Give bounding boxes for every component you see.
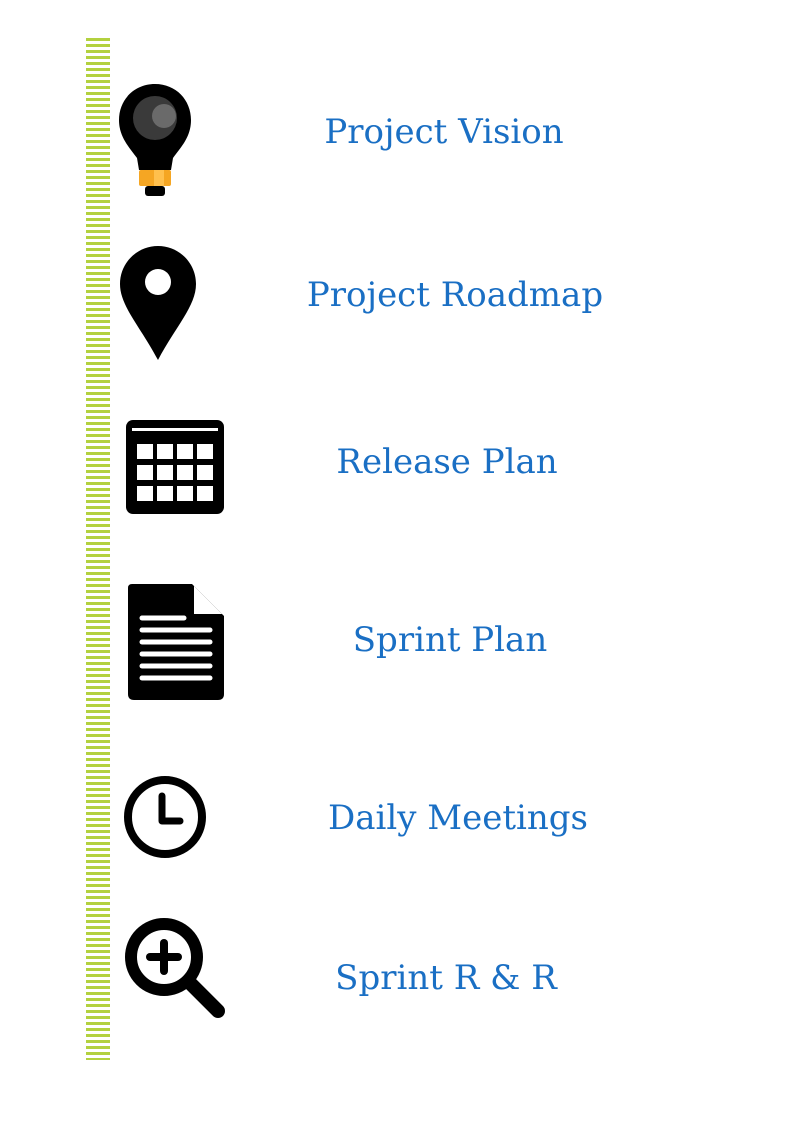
step-label: Sprint R & R (335, 958, 557, 998)
step-label: Sprint Plan (352, 620, 548, 660)
map-pin-icon (118, 244, 198, 362)
clock-icon (122, 774, 208, 860)
document-icon (128, 584, 224, 700)
step-label: Project Roadmap (306, 275, 604, 315)
zoom-in-icon (122, 915, 228, 1021)
timeline-bar (86, 38, 110, 1060)
step-label: Project Vision (324, 112, 564, 152)
step-label: Daily Meetings (328, 798, 588, 838)
lightbulb-icon (117, 82, 193, 198)
step-label: Release Plan (336, 442, 558, 482)
calendar-icon (126, 420, 224, 514)
